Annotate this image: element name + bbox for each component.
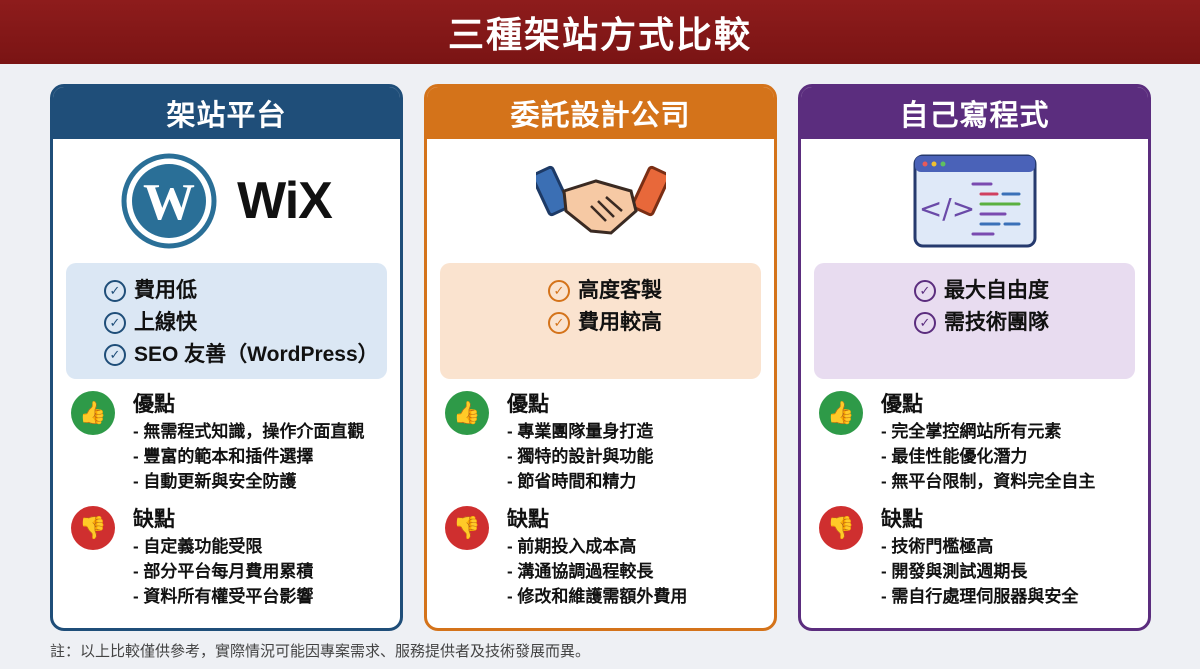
card-custom: 自己寫程式 </> ✓最大自由度 ✓需技術團隊 👍優點- 完全掌控網站所有元素-… (798, 84, 1151, 631)
pros-section: 👍優點- 專業團隊量身打造- 獨特的設計與功能- 節省時間和精力 (427, 391, 774, 494)
thumbs-up-icon: 👍 (819, 391, 863, 435)
check-icon: ✓ (914, 312, 936, 334)
feature-item: ✓SEO 友善（WordPress） (104, 339, 387, 371)
check-icon: ✓ (548, 312, 570, 334)
card-title: 委託設計公司 (427, 87, 774, 139)
feature-item: ✓費用低 (104, 275, 387, 307)
code-window-icon: </> (913, 154, 1036, 248)
thumbs-down-icon: 👎 (445, 506, 489, 550)
feature-item: ✓高度客製 (548, 275, 761, 307)
check-icon: ✓ (104, 280, 126, 302)
svg-text:</>: </> (918, 192, 974, 225)
feature-item: ✓最大自由度 (914, 275, 1135, 307)
handshake-icon (535, 165, 666, 235)
pros-section: 👍優點- 無需程式知識，操作介面直觀- 豐富的範本和插件選擇- 自動更新與安全防… (53, 391, 400, 494)
footnote: 註：以上比較僅供參考，實際情況可能因專案需求、服務提供者及技術發展而異。 (50, 643, 591, 660)
thumbs-down-icon: 👎 (71, 506, 115, 550)
thumbs-up-icon: 👍 (71, 391, 115, 435)
check-icon: ✓ (914, 280, 936, 302)
page-title: 三種架站方式比較 (447, 14, 752, 55)
check-icon: ✓ (104, 344, 126, 366)
wix-logo: WiX (237, 172, 333, 230)
cons-section: 👎缺點- 自定義功能受限- 部分平台每月費用累積- 資料所有權受平台影響 (53, 506, 400, 609)
cons-section: 👎缺點- 技術門檻極高- 開發與測試週期長- 需自行處理伺服器與安全 (801, 506, 1148, 609)
thumbs-down-icon: 👎 (819, 506, 863, 550)
card-platform: 架站平台 W WiX ✓費用低 ✓上線快 ✓SEO 友善（WordPress） … (50, 84, 403, 631)
wordpress-logo-icon: W (121, 153, 217, 249)
cons-section: 👎缺點- 前期投入成本高- 溝通協調過程較長- 修改和維護需額外費用 (427, 506, 774, 609)
feature-item: ✓需技術團隊 (914, 307, 1135, 339)
pros-section: 👍優點- 完全掌控網站所有元素- 最佳性能優化潛力- 無平台限制，資料完全自主 (801, 391, 1148, 494)
card-title: 自己寫程式 (801, 87, 1148, 139)
thumbs-up-icon: 👍 (445, 391, 489, 435)
feature-item: ✓費用較高 (548, 307, 761, 339)
feature-item: ✓上線快 (104, 307, 387, 339)
card-title: 架站平台 (53, 87, 400, 139)
check-icon: ✓ (104, 312, 126, 334)
title-bar: 三種架站方式比較 (0, 0, 1200, 64)
check-icon: ✓ (548, 280, 570, 302)
card-agency: 委託設計公司 ✓高度客製 ✓費用較高 👍優點- 專業團隊量身打造- 獨特的設計與… (424, 84, 777, 631)
svg-text:W: W (143, 174, 195, 231)
